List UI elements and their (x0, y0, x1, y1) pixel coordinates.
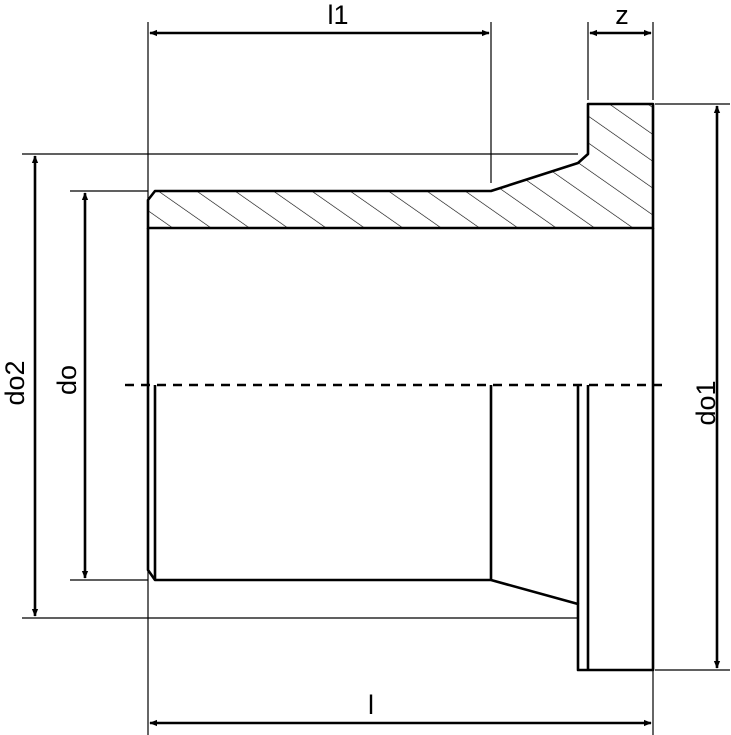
label-do2: do2 (0, 360, 30, 405)
label-do1: do1 (691, 380, 721, 425)
label-z: z (615, 0, 629, 30)
label-l1: l1 (327, 0, 348, 30)
section-outline (146, 102, 655, 230)
label-l: l (368, 690, 374, 720)
lower-body-outline (146, 228, 655, 672)
label-do: do (52, 365, 82, 395)
section-hatch (148, 104, 653, 228)
